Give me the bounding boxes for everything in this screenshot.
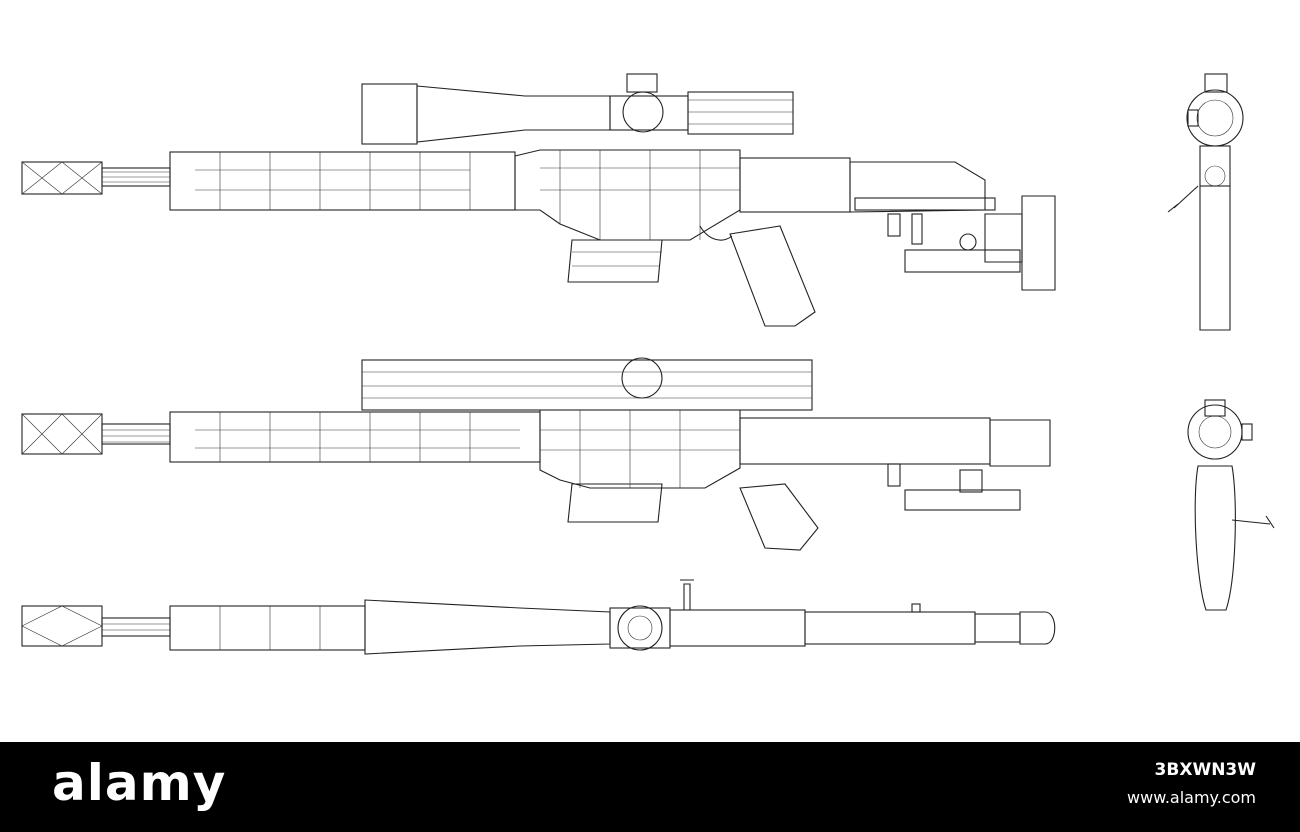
stock-2 — [739, 417, 1051, 511]
muzzle-brake-3 — [21, 605, 103, 647]
image-id: 3BXWN3W — [1154, 760, 1256, 780]
rifle-rear-view-bottom — [1187, 399, 1275, 611]
wireframe-illustration — [21, 73, 1275, 655]
barrel-2 — [101, 423, 171, 445]
rifle-side-view-top — [21, 73, 1056, 327]
magazine — [567, 239, 663, 283]
muzzle-brake — [21, 161, 103, 195]
rifle-side-view-middle — [21, 357, 1051, 551]
muzzle-brake-2 — [21, 413, 103, 455]
handguard-3 — [169, 605, 366, 651]
rifle-rear-view-top — [1167, 73, 1244, 331]
stock-3 — [804, 603, 1056, 645]
barrel-3 — [101, 617, 171, 637]
magazine-2 — [567, 483, 663, 523]
barrel — [101, 167, 171, 187]
handguard — [169, 151, 516, 211]
scope-2 — [361, 357, 813, 411]
handguard-2 — [169, 411, 541, 463]
watermark-bar: alamy 3BXWN3W www.alamy.com — [0, 742, 1300, 832]
stock — [739, 157, 1056, 291]
scope — [361, 73, 794, 145]
site-url: www.alamy.com — [1127, 788, 1256, 807]
receiver-2 — [539, 409, 741, 489]
pistol-grip-2 — [739, 483, 819, 551]
rifle-top-view — [21, 579, 1056, 655]
alamy-logo: alamy — [52, 754, 227, 812]
receiver — [514, 149, 741, 241]
scope-body-3 — [364, 579, 806, 655]
pistol-grip — [699, 225, 816, 327]
